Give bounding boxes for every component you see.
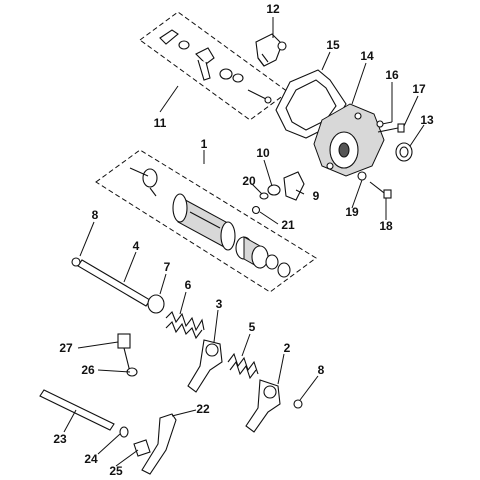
- callout-8-right: 8: [318, 363, 325, 377]
- callout-26: 26: [81, 363, 95, 377]
- part-14-cover: [313, 103, 385, 177]
- assembly-group-1: [95, 149, 317, 293]
- part-5-spring: [227, 352, 259, 380]
- parts-9-10-20: [259, 171, 305, 201]
- parts-26-27: [117, 333, 138, 377]
- callout-4: 4: [133, 239, 140, 253]
- assembly-group-11: [139, 11, 289, 121]
- callout-14: 14: [360, 49, 374, 63]
- part-23-shaft: [39, 389, 115, 431]
- part-8-ring-right: [293, 399, 303, 409]
- callout-20: 20: [242, 174, 256, 188]
- part-13-oil-seal: [395, 142, 413, 162]
- callout-labels: 1 2 3 4 5 6 7 8 8 9 10 11 12 13 14 15 16…: [53, 2, 434, 478]
- part-2-shift-fork: [245, 379, 281, 433]
- callout-12: 12: [266, 2, 280, 16]
- callout-18: 18: [379, 219, 393, 233]
- callout-1: 1: [201, 137, 208, 151]
- callout-9: 9: [313, 189, 320, 203]
- callout-10: 10: [256, 146, 270, 160]
- callout-6: 6: [185, 278, 192, 292]
- callout-13: 13: [420, 113, 434, 127]
- part-24-ring: [119, 426, 129, 438]
- callout-3: 3: [216, 297, 223, 311]
- part-3-shift-fork: [187, 339, 223, 393]
- callout-7: 7: [164, 260, 171, 274]
- callout-21: 21: [281, 218, 295, 232]
- bolts: [357, 120, 405, 199]
- callout-5: 5: [249, 320, 256, 334]
- callout-8-left: 8: [92, 208, 99, 222]
- part-25-clip: [133, 439, 151, 457]
- callout-24: 24: [84, 452, 98, 466]
- callout-2: 2: [284, 341, 291, 355]
- callout-17: 17: [412, 82, 426, 96]
- callout-11: 11: [154, 116, 167, 130]
- callout-16: 16: [385, 68, 399, 82]
- part-22-lever: [141, 413, 177, 475]
- callout-23: 23: [53, 432, 67, 446]
- callout-25: 25: [109, 464, 123, 478]
- callout-19: 19: [345, 205, 359, 219]
- part-4-shift-shaft: [71, 257, 151, 307]
- part-12-shift-segment: [255, 33, 287, 67]
- part-7-washer: [147, 294, 165, 314]
- leader-lines: [63, 17, 425, 467]
- part-6-spring: [165, 311, 205, 340]
- callout-22: 22: [196, 402, 210, 416]
- callout-27: 27: [59, 341, 73, 355]
- callout-15: 15: [326, 38, 340, 52]
